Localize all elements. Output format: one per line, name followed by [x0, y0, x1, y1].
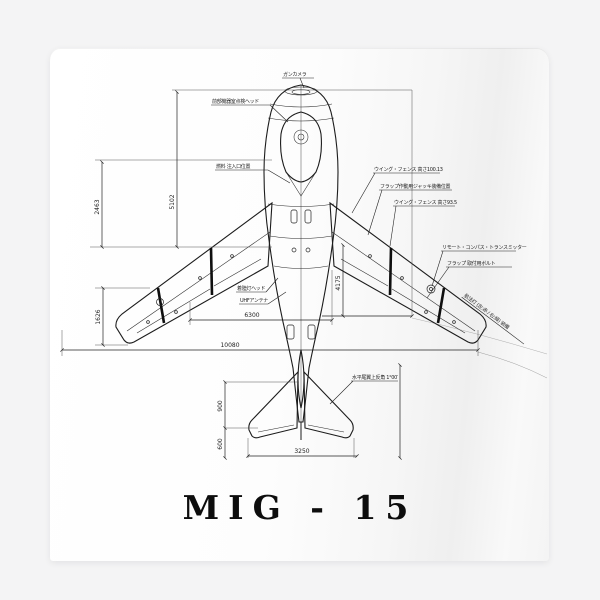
- callout-labels: ガンカメラ 前部機器室点検ヘッド 燃料 注入口位置 ウイング・フェンス 高さ10…: [211, 71, 527, 405]
- dimension-root-chord: 4175: [335, 275, 342, 290]
- dimension-front-section: 2463: [94, 199, 101, 214]
- tail-assembly: [248, 349, 354, 440]
- canopy: [280, 111, 322, 183]
- label-wing-fence-inner: ウイング・フェンス 高さ93.5: [394, 199, 457, 206]
- label-landing-light: 着陸灯ヘッド: [237, 285, 266, 292]
- label-wing-fence-outer: ウイング・フェンス 高さ100.13: [374, 166, 443, 173]
- fin-projection: [297, 349, 305, 409]
- wing-fence-right-inner: [388, 247, 393, 296]
- wing-fence-left-inner: [209, 247, 214, 296]
- label-gun-camera: ガンカメラ: [283, 71, 307, 78]
- label-compass-transmitter: リモート・コンパス・トランスミッター: [442, 244, 527, 251]
- fuselage: [263, 84, 339, 438]
- label-wingtip-note-group: 航法灯 (左:赤 / 右:緑) 装備: [461, 292, 525, 345]
- wing-fence-right-outer: [436, 287, 446, 324]
- airbrake-right: [307, 324, 316, 340]
- label-fuel-filler: 燃料 注入口位置: [216, 163, 250, 170]
- left-wing: [115, 201, 273, 344]
- label-flap-jack: フラップ作動用ジャッキ装備位置: [380, 183, 451, 190]
- dimension-wing-span: 10080: [220, 342, 239, 349]
- dimension-inner-span: 6300: [244, 312, 259, 319]
- dimension-forward-length: 5102: [169, 194, 176, 209]
- poster-sheet: [50, 48, 549, 561]
- gunsight: [293, 129, 309, 145]
- tailplane-left: [248, 370, 299, 439]
- poster-title: MIG - 15: [182, 488, 418, 527]
- right-wing: [329, 201, 487, 344]
- compass-transmitter-port: [426, 284, 436, 294]
- label-tailplane-angle: 水平尾翼上反角 1°00′: [352, 374, 399, 381]
- label-flap-bolt: フラップ 取付用ボルト: [447, 260, 496, 267]
- label-uhf-antenna: UHFアンテナ: [240, 298, 268, 304]
- tailplane-right: [303, 370, 354, 439]
- dimension-tailplane-span: 3250: [294, 448, 309, 455]
- dimension-tail-lower: 600: [217, 438, 224, 450]
- dimension-wingtip-chord: 1626: [95, 309, 102, 324]
- dimension-tail-upper: 900: [217, 400, 224, 412]
- label-nose-hatch: 前部機器室点検ヘッド: [212, 98, 259, 105]
- airbrake-left: [286, 324, 295, 340]
- dimension-lines: 2463 5102 1626 6300 4175 10080: [60, 89, 548, 460]
